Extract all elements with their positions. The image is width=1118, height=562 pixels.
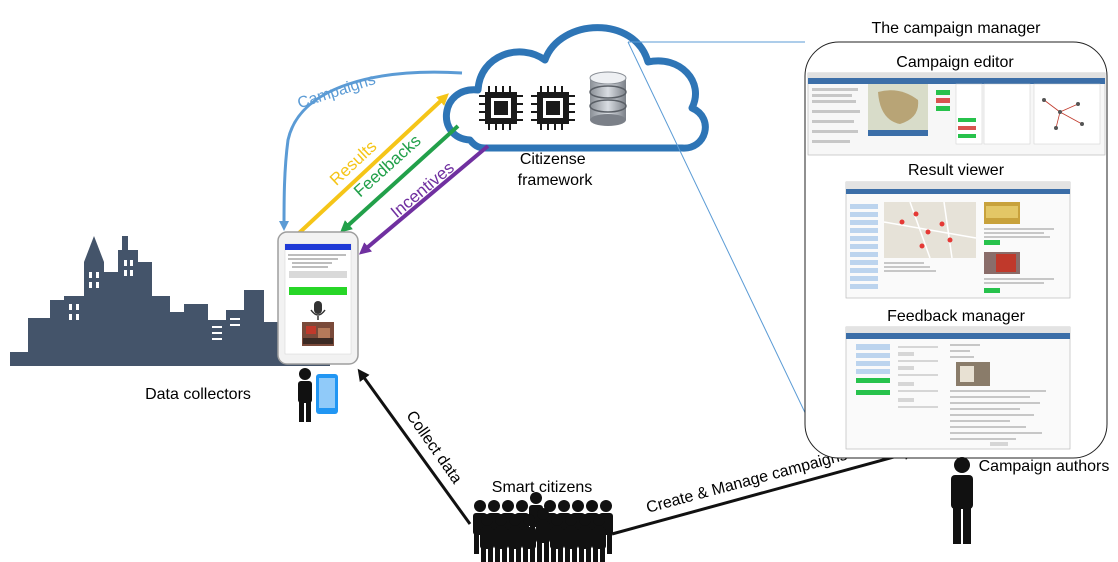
result-viewer-screenshot [845, 181, 1071, 299]
campaigns-arrow [279, 70, 463, 231]
collect-data-arrow [357, 368, 472, 525]
framework-label: Citizense framework [518, 151, 594, 189]
zoom-line-bottom [627, 41, 821, 445]
campaign-manager-title: The campaign manager [872, 20, 1042, 37]
cpu-icon [531, 86, 575, 130]
person-icon [298, 368, 338, 422]
feedback-manager-screenshot [845, 326, 1071, 450]
cloud-icon [443, 24, 709, 152]
cpu-icon [479, 86, 523, 130]
campaign-editor-title: Campaign editor [896, 54, 1014, 71]
incentives-arrow [358, 144, 490, 255]
result-viewer-title: Result viewer [908, 162, 1005, 179]
results-arrow [296, 93, 449, 236]
feedbacks-arrow [340, 124, 460, 233]
campaigns-label: Campaigns [295, 71, 377, 112]
smart-citizens-label: Smart citizens [492, 479, 592, 496]
database-icon [589, 71, 627, 126]
microphone-icon [310, 301, 326, 320]
person-icon [951, 457, 973, 544]
crowd-icon [473, 492, 613, 562]
create-manage-label: Create & Manage campaigns [645, 447, 850, 517]
feedback-manager-title: Feedback manager [887, 308, 1026, 325]
campaign-editor-screenshot [807, 72, 1106, 156]
create-manage-arrow [611, 448, 916, 536]
campaign-authors-label: Campaign authors [979, 458, 1110, 475]
city-skyline-icon [10, 236, 330, 366]
data-collectors-label: Data collectors [145, 386, 251, 403]
phone-icon [277, 231, 359, 365]
